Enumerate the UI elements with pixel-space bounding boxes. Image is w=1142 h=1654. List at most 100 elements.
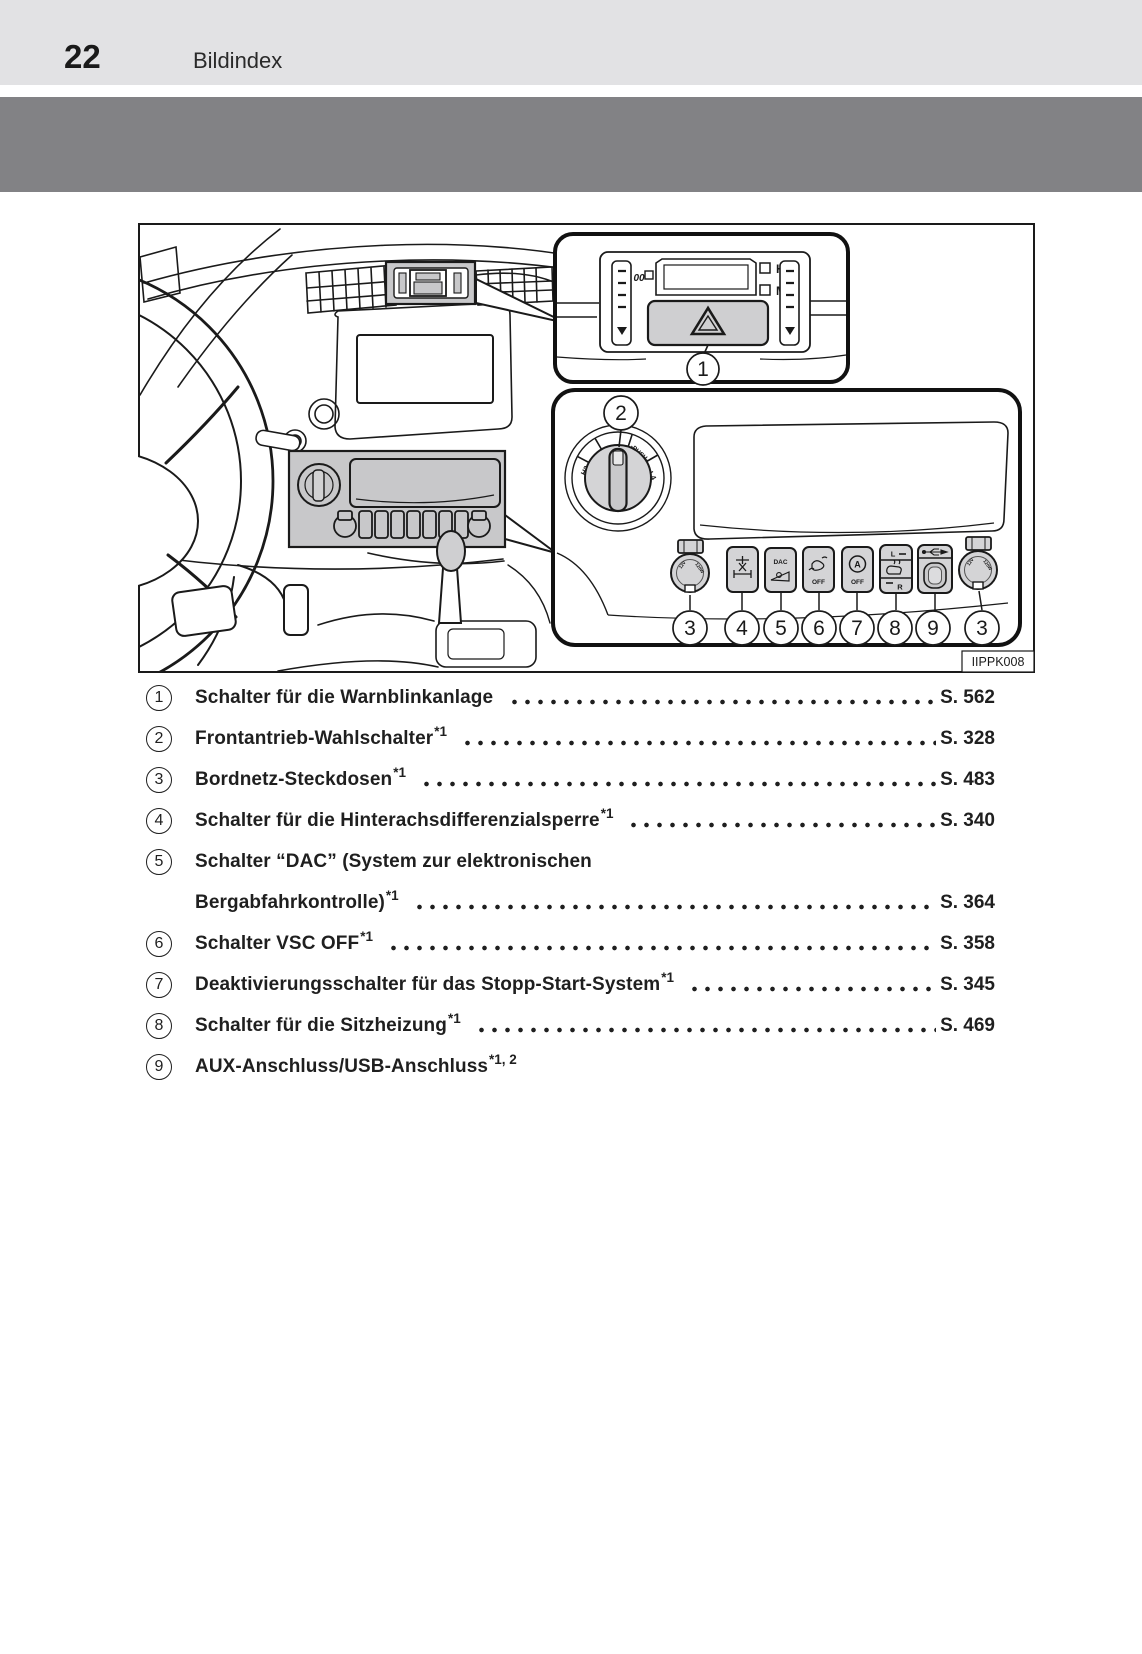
gear-shifter [435, 530, 537, 668]
item-footnote: *1 [393, 765, 406, 780]
list-item: 5 Schalter “DAC” (System zur elektronisc… [146, 841, 995, 923]
svg-text:DAC: DAC [773, 559, 787, 566]
list-item: 8 Schalter für die Sitzheizung *1 S. 469 [146, 1005, 995, 1046]
list-item: 1 Schalter für die Warnblinkanlage S. 56… [146, 677, 995, 718]
callout-2: 2 [603, 395, 639, 431]
svg-text:1: 1 [697, 358, 709, 381]
item-number-badge: 5 [146, 849, 172, 875]
svg-text:120W: 120W [694, 562, 705, 575]
section-title: Bildindex [193, 48, 283, 73]
callout-box-console-panel: H4 H2 L4 -PUSH- 2 [551, 388, 1022, 647]
page-reference: S. 358 [940, 932, 995, 954]
page-number: 22 [64, 38, 101, 75]
seat-heater-switch: L R [879, 544, 913, 594]
callout-circles-row: 3 4 5 6 7 8 9 3 [672, 610, 1000, 646]
item-footnote: *1 [385, 888, 399, 903]
svg-text:120W: 120W [982, 559, 993, 572]
callout-line-2 [618, 429, 622, 448]
item-label: Schalter “DAC” (System zur elektronische… [195, 850, 592, 872]
page-header: 22 Bildindex [0, 0, 1142, 85]
highlight-box-hazard [384, 260, 477, 306]
dashboard-figure: 00 H M 1 [0, 223, 1035, 701]
page-reference: S. 340 [940, 809, 995, 831]
callout-lines [689, 590, 983, 611]
item-number-badge: 3 [146, 766, 172, 793]
svg-text:12V: 12V [678, 560, 687, 569]
item-number-badge: 1 [146, 684, 172, 711]
warning-triangle-icon [689, 305, 727, 336]
item-footnote: *1 [600, 806, 614, 821]
item-number-badge: 2 [146, 725, 172, 752]
list-item: 9 AUX-Anschluss/USB-Anschluss *1, 2 [146, 1046, 995, 1087]
item-number-badge: 6 [146, 930, 172, 957]
usb-aux-port [917, 544, 953, 594]
dot-leader [623, 810, 937, 831]
item-number-badge: 8 [146, 1012, 172, 1039]
dot-leader [382, 933, 937, 954]
svg-text:OFF: OFF [812, 579, 825, 586]
temp-slider-right [779, 260, 800, 346]
item-label-line2: Bergabfahrkontrolle) [195, 891, 385, 913]
callout-1: 1 [686, 352, 720, 386]
glovebox-panel [556, 421, 1009, 620]
item-footnote: *1 [447, 1011, 461, 1026]
figure-code-label: IIPPK008 [961, 650, 1035, 673]
svg-text:7: 7 [851, 617, 863, 640]
hazard-switch-button [646, 299, 770, 347]
list-item: 7 Deaktivierungsschalter für das Stopp-S… [146, 964, 995, 1005]
item-label: AUX-Anschluss/USB-Anschluss [195, 1055, 489, 1077]
list-item: 4 Schalter für die Hinterachsdifferenzia… [146, 800, 995, 841]
item-label: Schalter für die Hinterachsdifferenzials… [195, 809, 600, 831]
item-number-badge: 7 [146, 971, 172, 998]
diff-lock-switch [726, 546, 759, 593]
clock-display [655, 258, 757, 296]
svg-text:6: 6 [813, 617, 825, 640]
item-number-badge: 9 [146, 1053, 172, 1080]
list-item: 6 Schalter VSC OFF *1 S. 358 [146, 923, 995, 964]
dot-leader [408, 892, 937, 913]
dot-leader [415, 769, 937, 790]
svg-text:12V: 12V [966, 557, 975, 566]
item-number-badge: 4 [146, 807, 172, 834]
item-footnote: *1 [360, 929, 373, 944]
svg-text:OFF: OFF [851, 579, 864, 586]
indicator-square [644, 270, 654, 280]
page-reference: S. 483 [940, 768, 995, 790]
item-label: Deaktivierungsschalter für das Stopp-Sta… [195, 973, 661, 995]
chapter-band [0, 97, 1142, 192]
svg-text:A: A [854, 560, 861, 570]
item-label: Schalter für die Warnblinkanlage [195, 686, 494, 708]
svg-text:L: L [891, 550, 896, 559]
page-reference: S. 345 [940, 973, 995, 995]
clock-m-button [759, 284, 771, 296]
svg-text:3: 3 [684, 617, 696, 640]
list-item: 2 Frontantrieb-Wahlschalter *1 S. 328 [146, 718, 995, 759]
page-reference: S. 562 [940, 686, 995, 708]
highlight-box-console [287, 449, 507, 549]
dot-leader [504, 687, 937, 708]
svg-text:4: 4 [736, 617, 748, 640]
svg-text:3: 3 [976, 617, 988, 640]
pointer-to-console-callout [504, 513, 557, 554]
page-reference: S. 328 [940, 727, 995, 749]
item-label: Schalter VSC OFF [195, 932, 360, 954]
power-outlet-left: 12V 120W [670, 539, 710, 593]
page-reference: S. 469 [940, 1014, 995, 1036]
svg-text:R: R [897, 583, 903, 592]
svg-text:9: 9 [927, 617, 939, 640]
stop-start-switch: A OFF [841, 546, 874, 593]
item-label: Schalter für die Sitzheizung [195, 1014, 447, 1036]
dot-leader [684, 974, 937, 995]
item-footnote: *1, 2 [489, 1052, 517, 1067]
svg-text:2: 2 [615, 402, 627, 425]
dac-switch: DAC [764, 547, 797, 593]
drive-mode-dial: H4 H2 L4 -PUSH- [564, 424, 672, 532]
dot-leader [470, 1015, 937, 1036]
vsc-off-switch: OFF [802, 546, 835, 593]
dot-leader [457, 728, 937, 749]
item-footnote: *1 [434, 724, 448, 739]
switch-row: 12V 120W DAC OFF [670, 536, 1000, 646]
callout-box-hazard-panel: 00 H M 1 [553, 232, 850, 386]
page-reference: S. 364 [940, 891, 995, 913]
image-index-list: 1 Schalter für die Warnblinkanlage S. 56… [146, 677, 995, 1087]
